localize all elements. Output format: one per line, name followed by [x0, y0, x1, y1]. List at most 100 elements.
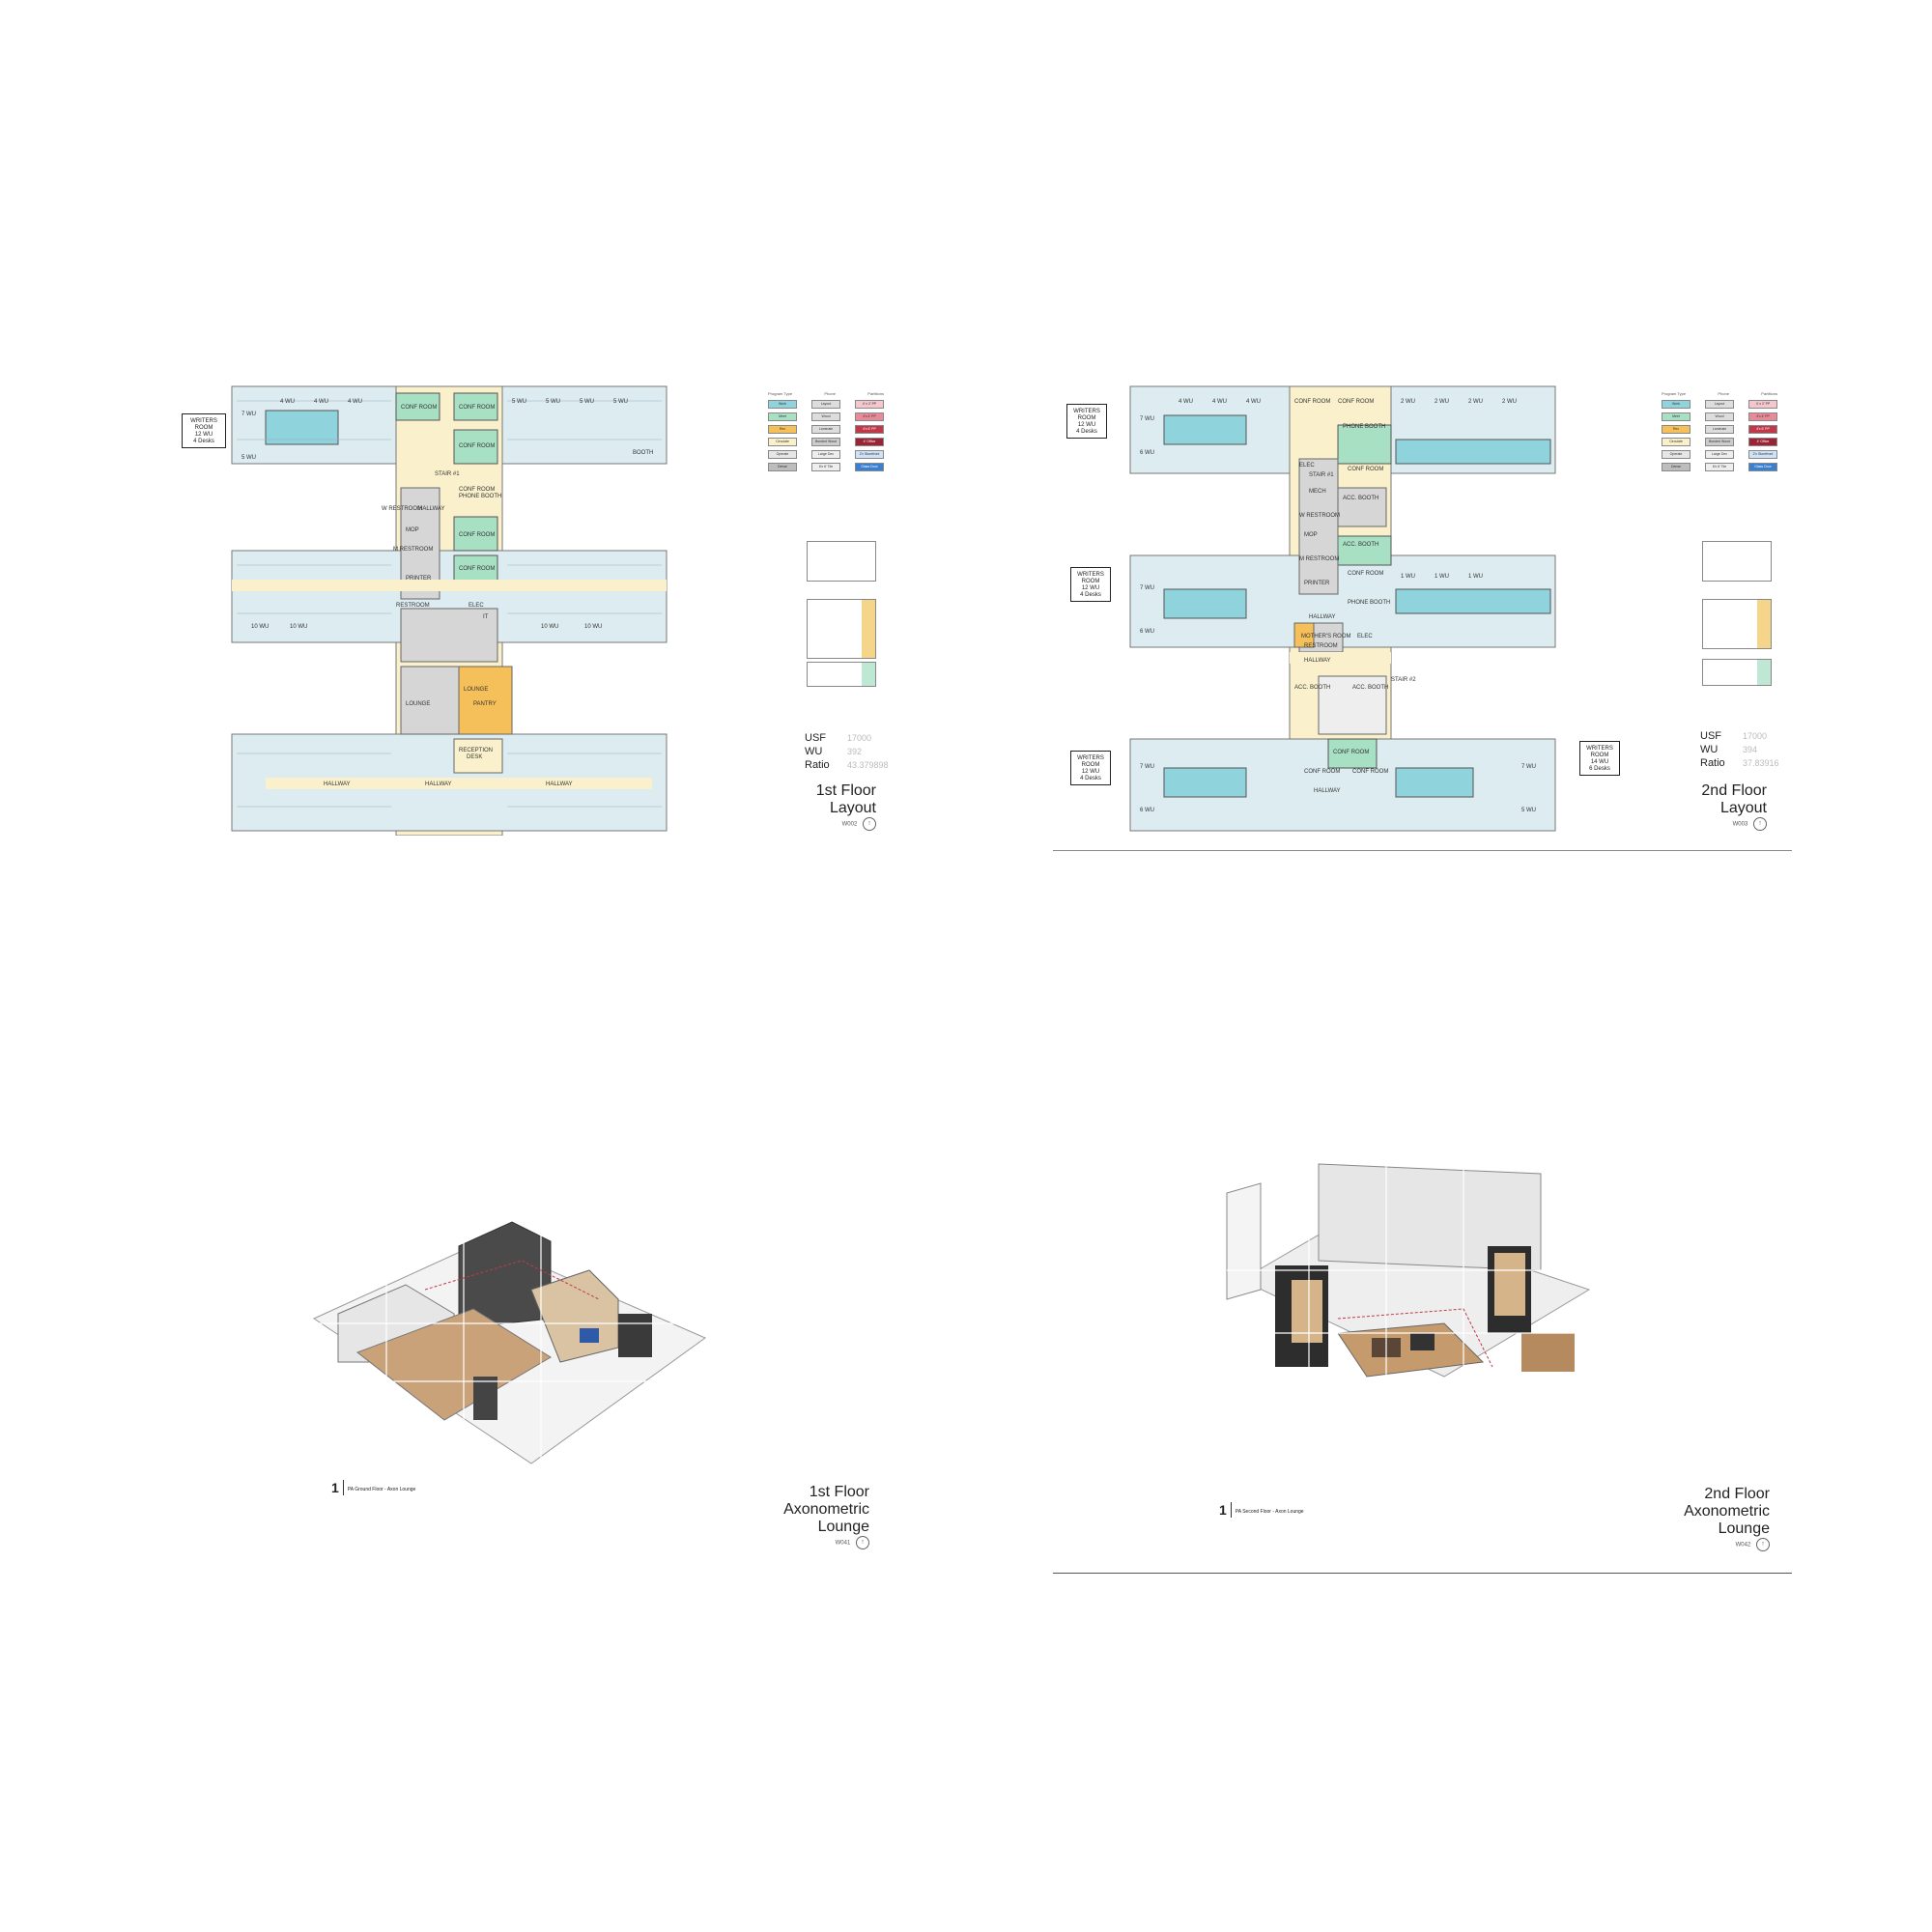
svg-text:HALLWAY: HALLWAY: [418, 506, 445, 512]
meet-spaces-table-2f: [1702, 659, 1772, 686]
rec-spaces-table-1f: [807, 599, 876, 659]
svg-text:CONF ROOM: CONF ROOM: [1294, 399, 1330, 405]
legend-row: Dense 6'x 6' Tile Glass Door: [768, 463, 884, 471]
north-arrow-icon: ↑: [856, 1536, 869, 1549]
floor1-layout-title: 1st Floor Layout W002 ↑: [763, 782, 876, 831]
svg-text:MOP: MOP: [1304, 532, 1318, 538]
svg-text:PANTRY: PANTRY: [473, 701, 497, 707]
svg-text:PRINTER: PRINTER: [1304, 581, 1330, 586]
floor2-axon-drawing: [1203, 1145, 1618, 1435]
callout-line: 12 WU: [194, 432, 213, 438]
legend-row: Rec Laminate 4'x 6' PP: [768, 425, 884, 434]
callout-line: WRITERS: [190, 418, 217, 424]
svg-text:4 WU: 4 WU: [1246, 399, 1261, 405]
svg-text:7 WU: 7 WU: [1140, 585, 1154, 591]
svg-text:10 WU: 10 WU: [541, 624, 558, 630]
svg-text:10 WU: 10 WU: [251, 624, 269, 630]
svg-text:STAIR #1: STAIR #1: [435, 471, 460, 477]
svg-text:2 WU: 2 WU: [1435, 399, 1449, 405]
svg-text:5 WU: 5 WU: [512, 399, 526, 405]
legend-row: Meet Wood 4'x 4' PP: [1662, 412, 1777, 421]
svg-text:HALLWAY: HALLWAY: [546, 781, 573, 787]
program-legend-2f: Program Type Phone Partitions Work Layou…: [1662, 391, 1777, 475]
svg-text:6 WU: 6 WU: [1140, 450, 1154, 456]
svg-text:7 WU: 7 WU: [1140, 764, 1154, 770]
rec-spaces-table-2f: [1702, 599, 1772, 649]
writers-room-callout: WRITERS ROOM 12 WU 4 Desks: [182, 413, 226, 448]
svg-text:HALLWAY: HALLWAY: [1309, 614, 1336, 620]
sheet-number: W002: [841, 821, 858, 828]
svg-text:RESTROOM: RESTROOM: [396, 603, 430, 609]
legend-row: Dense 6'x 6' Tile Glass Door: [1662, 463, 1777, 471]
floor1-axon-title: 1st Floor Axonometric Lounge W041 ↑: [753, 1484, 869, 1549]
svg-text:7 WU: 7 WU: [1140, 416, 1154, 422]
svg-text:5 WU: 5 WU: [613, 399, 628, 405]
svg-text:1 WU: 1 WU: [1401, 574, 1415, 580]
svg-text:CONF ROOM: CONF ROOM: [1333, 750, 1369, 755]
svg-text:2 WU: 2 WU: [1468, 399, 1483, 405]
program-legend-1f: Program Type Phone Partitions Work Layou…: [768, 391, 884, 475]
north-arrow-icon: ↑: [1753, 817, 1767, 831]
svg-text:W RESTROOM: W RESTROOM: [1299, 513, 1340, 519]
svg-text:4 WU: 4 WU: [1212, 399, 1227, 405]
svg-text:10 WU: 10 WU: [290, 624, 307, 630]
svg-text:ELEC: ELEC: [469, 603, 484, 609]
svg-text:HALLWAY: HALLWAY: [324, 781, 351, 787]
svg-text:RESTROOM: RESTROOM: [1304, 643, 1338, 649]
svg-text:7 WU: 7 WU: [242, 412, 256, 417]
writers-room-callout: WRITERS ROOM 12 WU 4 Desks: [1070, 751, 1111, 785]
legend-row: Meet Wood 4'x 4' PP: [768, 412, 884, 421]
legend-row: Circulate Bonded Wood 4' Office: [1662, 438, 1777, 446]
legend-row: Work Layout 4' x 2' PP: [1662, 400, 1777, 409]
north-arrow-icon: ↑: [863, 817, 876, 831]
svg-text:W RESTROOM: W RESTROOM: [382, 506, 422, 512]
svg-text:CONF ROOM: CONF ROOM: [401, 405, 437, 411]
svg-text:10 WU: 10 WU: [584, 624, 602, 630]
svg-text:PHONE BOOTH: PHONE BOOTH: [1343, 424, 1385, 430]
floor1-axon-drawing: [299, 1193, 715, 1473]
svg-text:2 WU: 2 WU: [1502, 399, 1517, 405]
svg-text:5 WU: 5 WU: [580, 399, 594, 405]
callout-line: ROOM: [194, 425, 213, 431]
svg-text:4 WU: 4 WU: [314, 399, 328, 405]
floor2-layout-title: 2nd Floor Layout W003 ↑: [1654, 782, 1767, 831]
svg-text:CONF ROOM: CONF ROOM: [1348, 467, 1383, 472]
sheet-number: W041: [835, 1540, 851, 1547]
sheet-divider: [1053, 850, 1792, 851]
legend-header: Program Type Phone Partitions: [1662, 391, 1777, 396]
svg-text:5 WU: 5 WU: [1521, 808, 1536, 813]
svg-text:CONF ROOM: CONF ROOM: [1352, 769, 1388, 775]
svg-text:6 WU: 6 WU: [1140, 808, 1154, 813]
svg-text:HALLWAY: HALLWAY: [425, 781, 452, 787]
north-arrow-icon: ↑: [1756, 1538, 1770, 1551]
svg-text:M RESTROOM: M RESTROOM: [1299, 556, 1339, 562]
svg-text:STAIR #1: STAIR #1: [1309, 472, 1334, 478]
legend-row: Operate Large Dec 2'x Storefront: [1662, 450, 1777, 459]
svg-text:CONF ROOM: CONF ROOM: [459, 487, 495, 493]
sheet-number: W042: [1735, 1542, 1751, 1548]
svg-text:MOP: MOP: [406, 527, 419, 533]
legend-row: Circulate Bonded Wood 4' Office: [768, 438, 884, 446]
svg-text:1 WU: 1 WU: [1468, 574, 1483, 580]
svg-text:MECH: MECH: [1309, 489, 1326, 495]
writers-room-callout: WRITERS ROOM 12 WU 4 Desks: [1066, 404, 1107, 439]
meet-spaces-table-1f: [807, 662, 876, 687]
svg-text:4 WU: 4 WU: [348, 399, 362, 405]
svg-text:ACC. BOOTH: ACC. BOOTH: [1343, 542, 1378, 548]
program-summary-table-1f: [807, 541, 876, 582]
legend-row: Operate Large Dec 2'x Storefront: [768, 450, 884, 459]
svg-text:7 WU: 7 WU: [1521, 764, 1536, 770]
svg-text:CONF ROOM: CONF ROOM: [1338, 399, 1374, 405]
sheet-divider: [1053, 1573, 1792, 1574]
svg-text:ACC. BOOTH: ACC. BOOTH: [1294, 685, 1330, 691]
svg-text:BOOTH: BOOTH: [633, 450, 653, 456]
svg-text:ACC. BOOTH: ACC. BOOTH: [1352, 685, 1388, 691]
svg-text:5 WU: 5 WU: [546, 399, 560, 405]
